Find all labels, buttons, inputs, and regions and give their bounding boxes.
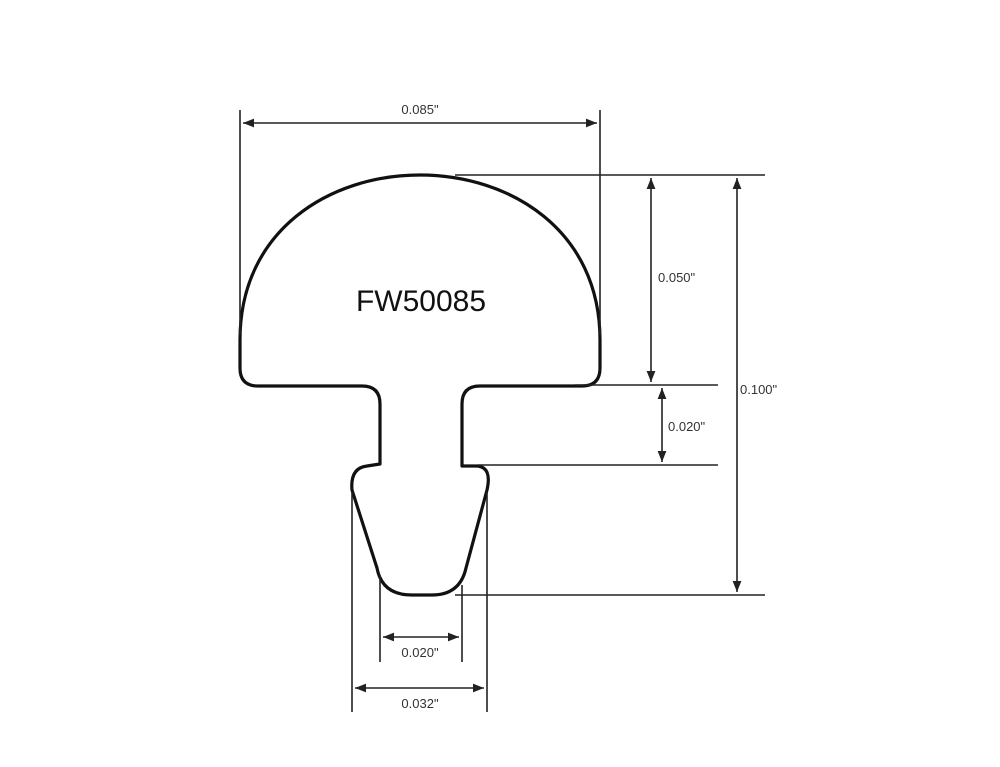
total-height-dimension: 0.100": [732, 178, 778, 592]
crown-width-label: 0.085": [401, 102, 439, 117]
crown-width-dimension: 0.085": [239, 102, 601, 335]
barb-width-label: 0.032": [401, 696, 439, 711]
crown-height-label: 0.050": [658, 270, 696, 285]
tang-width-dimension: 0.020": [379, 575, 463, 662]
tang-height-label: 0.020": [668, 419, 706, 434]
crown-height-dimension: 0.050": [646, 178, 696, 382]
part-number-label: FW50085: [356, 285, 486, 318]
fret-wire-outline: [238, 173, 602, 597]
total-height-label: 0.100": [740, 382, 778, 397]
tang-width-label: 0.020": [401, 645, 439, 660]
tang-height-dimension: 0.020": [657, 388, 706, 462]
barb-width-dimension: 0.032": [351, 492, 488, 712]
